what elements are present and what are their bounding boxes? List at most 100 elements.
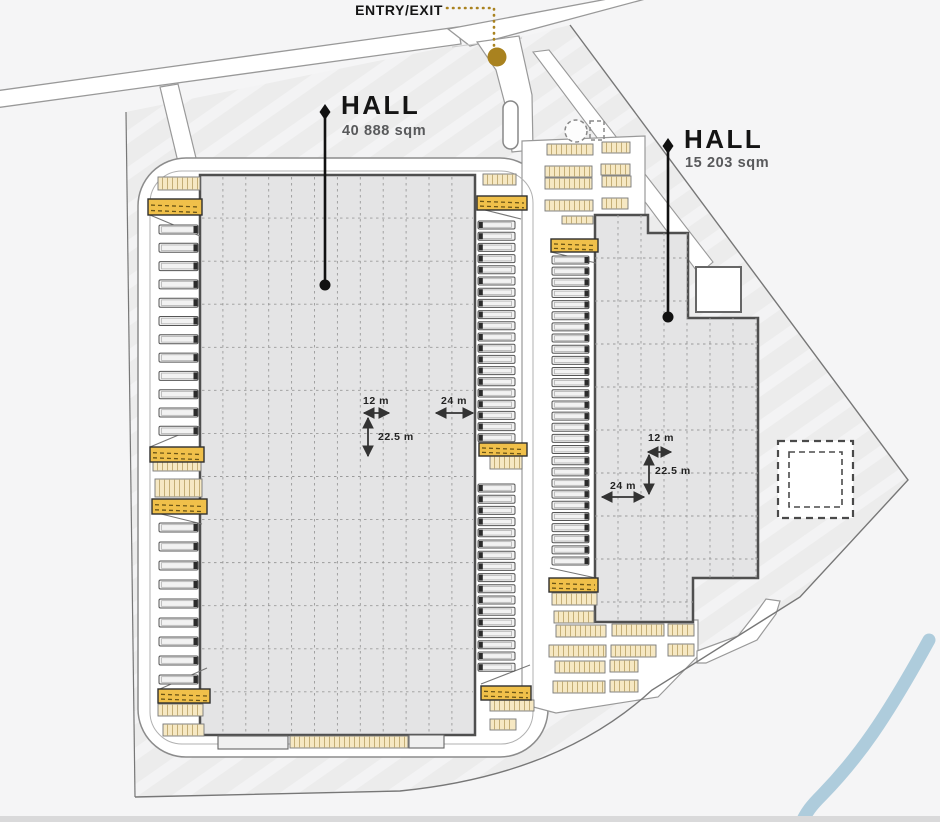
parking-row (555, 624, 607, 638)
ramp-hatch (551, 582, 596, 586)
dock-door (584, 323, 589, 330)
main-road[interactable] (0, 26, 462, 108)
dock-bay (477, 640, 516, 650)
dock-bay (477, 483, 516, 493)
dock-door (193, 543, 198, 550)
loading-dock (477, 584, 516, 594)
dock-door (193, 409, 198, 416)
ramp-hatch (150, 209, 200, 214)
dock-bay (477, 231, 516, 241)
dock-door (478, 552, 483, 559)
dock-bay (551, 400, 590, 410)
dock-bay (477, 651, 516, 661)
dock-ramp (157, 688, 211, 704)
dock-door (584, 435, 589, 442)
parking-row (551, 592, 598, 606)
southeast-access-road[interactable] (696, 598, 781, 664)
parking-row (544, 177, 593, 190)
loading-dock (551, 422, 590, 432)
dock-door (478, 563, 483, 570)
loading-dock (158, 560, 199, 571)
dock-bay (158, 224, 199, 235)
dock-door (584, 558, 589, 565)
ramp-hatch (483, 690, 529, 694)
parking-row (548, 644, 607, 658)
loading-dock (477, 298, 516, 308)
dock-bay (158, 261, 199, 272)
parking-row (667, 623, 695, 637)
parking-row (544, 165, 593, 178)
dock-door (478, 496, 483, 503)
dock-ramp (151, 498, 208, 515)
dock-door (193, 524, 198, 531)
entry-point-marker[interactable] (487, 47, 507, 67)
loading-dock (477, 617, 516, 627)
dock-door (478, 574, 483, 581)
loading-dock (551, 311, 590, 321)
loading-dock (477, 595, 516, 605)
dock-bay (158, 560, 199, 571)
dock-door (584, 546, 589, 553)
parking-row (611, 623, 665, 637)
loading-dock (477, 399, 516, 409)
loading-dock (551, 344, 590, 354)
hall-2-dock-span-dim: 24 m (610, 480, 636, 492)
dock-bay (551, 511, 590, 521)
future-plot-inner-dashed (788, 451, 843, 508)
dock-door (478, 345, 483, 352)
bottom-edge-band (0, 816, 940, 822)
parking-row (601, 141, 631, 154)
parking-row (157, 176, 201, 191)
dock-door (478, 222, 483, 228)
dock-bay (551, 534, 590, 544)
dock-door (478, 300, 483, 307)
loading-dock (551, 556, 590, 566)
parking-row-outline (609, 659, 639, 673)
loading-dock (477, 483, 516, 493)
dock-bay (551, 422, 590, 432)
parking-row-outline (609, 679, 639, 693)
parking-row-outline (601, 141, 631, 154)
parking-row-outline (554, 660, 606, 674)
dock-door (584, 390, 589, 397)
dock-door (193, 354, 198, 362)
parking-row-outline (482, 173, 517, 186)
loading-dock (551, 288, 590, 298)
parking-row (157, 703, 204, 717)
loading-dock (551, 300, 590, 310)
dock-bay (551, 300, 590, 310)
parking-row-outline (162, 723, 205, 737)
loading-dock (477, 433, 516, 443)
loading-dock (477, 539, 516, 549)
loading-dock (477, 242, 516, 252)
loading-dock (551, 489, 590, 499)
dock-door (193, 226, 198, 233)
dock-door (584, 457, 589, 464)
loading-dock (477, 517, 516, 527)
dock-door (193, 638, 198, 645)
loading-dock (551, 378, 590, 388)
hall-2-building[interactable] (593, 213, 760, 624)
main-road-east[interactable] (446, 0, 664, 47)
dock-door (584, 468, 589, 475)
loading-dock (551, 500, 590, 510)
parking-row-outline (601, 197, 629, 210)
loading-dock (477, 231, 516, 241)
hall-2-leader-dot (662, 311, 674, 323)
dock-door (584, 290, 589, 297)
dock-bay (477, 354, 516, 364)
dock-bay (477, 265, 516, 275)
loading-dock (551, 266, 590, 276)
ramp-hatch (483, 695, 529, 699)
tank-dashed-rect (589, 120, 605, 141)
site-boundary-west (125, 111, 136, 798)
dock-bay (551, 344, 590, 354)
hall-2-bay-depth-dim: 22.5 m (655, 465, 691, 477)
dock-bay (477, 629, 516, 639)
dock-bay (551, 311, 590, 321)
dock-door (584, 301, 589, 308)
loading-dock (158, 242, 199, 253)
dock-door (584, 379, 589, 386)
dock-door (193, 676, 198, 683)
stream (794, 633, 936, 822)
